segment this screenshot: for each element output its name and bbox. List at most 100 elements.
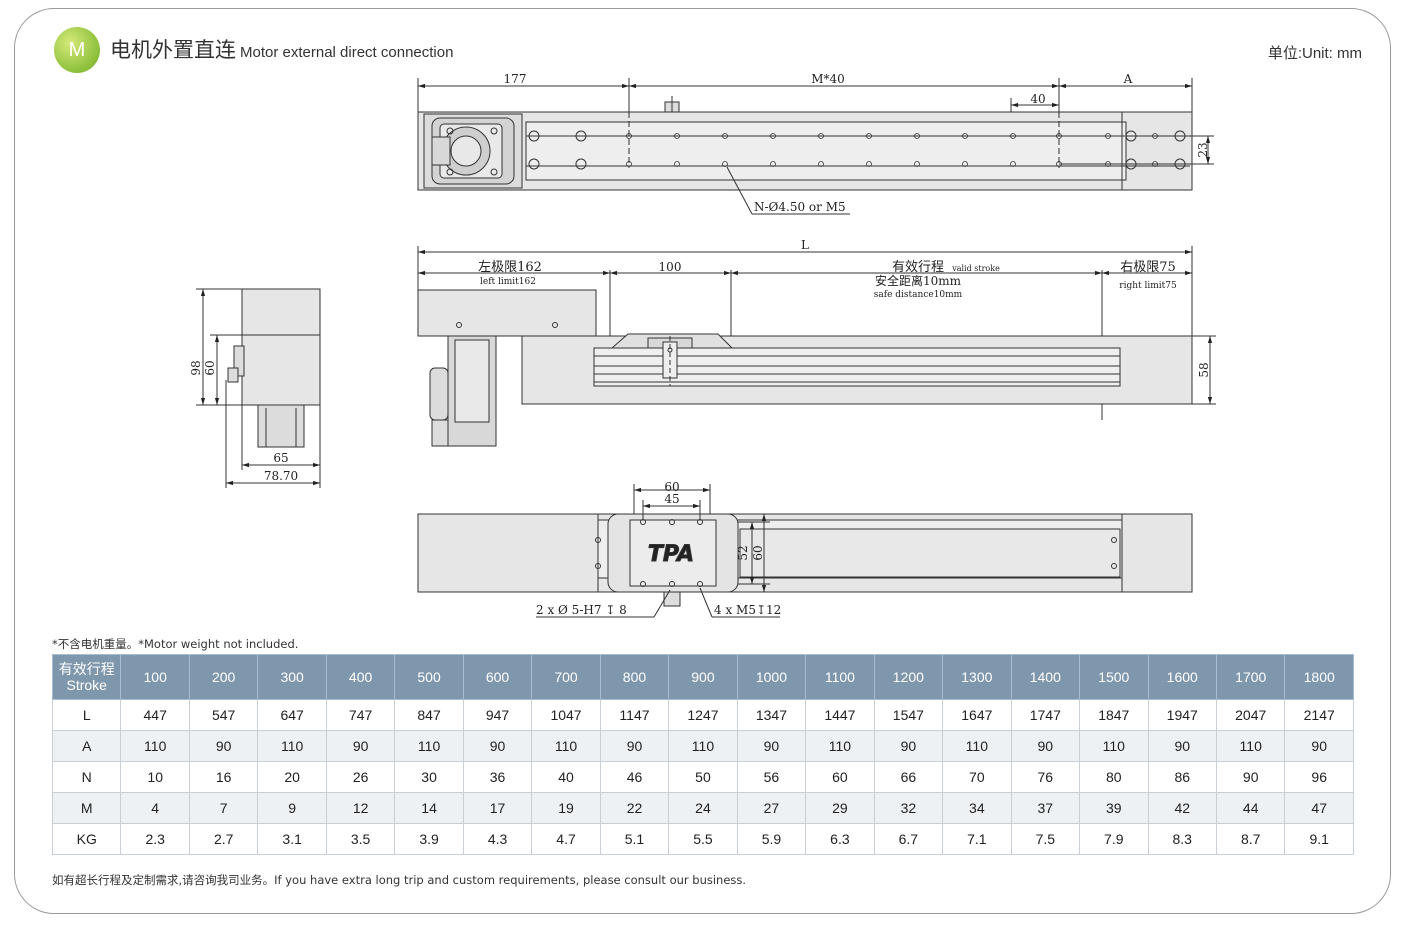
table-header-cell: 400 bbox=[325, 654, 396, 700]
footer-note: 如有超长行程及定制需求,请咨询我司业务。If you have extra lo… bbox=[52, 873, 747, 887]
table-cell: 1947 bbox=[1147, 699, 1217, 731]
table-cell: 90 bbox=[1147, 730, 1217, 762]
table-cell: 96 bbox=[1284, 761, 1354, 793]
table-cell: 2047 bbox=[1215, 699, 1286, 731]
table-cell: 26 bbox=[325, 761, 396, 793]
table-cell: 90 bbox=[188, 730, 259, 762]
table-row-label: KG bbox=[51, 823, 122, 855]
table-cell: 4.3 bbox=[462, 823, 533, 855]
table-cell: 1747 bbox=[1010, 699, 1081, 731]
table-cell: 86 bbox=[1147, 761, 1217, 793]
table-cell: 110 bbox=[531, 730, 601, 762]
table-cell: 2.7 bbox=[188, 823, 259, 855]
dim-52: 52 bbox=[736, 545, 750, 560]
table-cell: 7.9 bbox=[1079, 823, 1149, 855]
section-title-en: Motor external direct connection bbox=[240, 44, 454, 61]
dim-98: 98 bbox=[189, 360, 203, 375]
table-cell: 7.1 bbox=[942, 823, 1012, 855]
table-cell: 5.5 bbox=[668, 823, 738, 855]
table-cell: 90 bbox=[873, 730, 944, 762]
table-cell: 76 bbox=[1010, 761, 1081, 793]
table-cell: 32 bbox=[873, 792, 944, 824]
table-cell: 547 bbox=[188, 699, 259, 731]
table-header-cell: 1300 bbox=[942, 654, 1012, 700]
table-header-cell: 1800 bbox=[1284, 654, 1354, 700]
table-cell: 56 bbox=[736, 761, 807, 793]
table-cell: 70 bbox=[942, 761, 1012, 793]
table-cell: 6.7 bbox=[873, 823, 944, 855]
dim-23: 23 bbox=[1196, 142, 1210, 157]
table-header-cell: 600 bbox=[462, 654, 533, 700]
unit-label: 单位:Unit: mm bbox=[1267, 45, 1362, 62]
table-cell: 110 bbox=[394, 730, 464, 762]
table-cell: 947 bbox=[462, 699, 533, 731]
table-header-cell: 1700 bbox=[1215, 654, 1286, 700]
table-cell: 30 bbox=[394, 761, 464, 793]
technical-drawing: 177 M*40 A 40 23 N-Ø4.50 or M5 L 左极 bbox=[189, 72, 1216, 618]
dim-60-vertical: 60 bbox=[203, 360, 217, 375]
dim-58: 58 bbox=[1197, 362, 1211, 377]
table-cell: 110 bbox=[942, 730, 1012, 762]
table-row-label: N bbox=[51, 761, 122, 793]
table-cell: 4.7 bbox=[531, 823, 601, 855]
table-header-cell: 300 bbox=[257, 654, 327, 700]
table-cell: 50 bbox=[668, 761, 738, 793]
table-cell: 20 bbox=[257, 761, 327, 793]
table-header-stroke-en: Stroke bbox=[66, 677, 107, 693]
table-cell: 90 bbox=[462, 730, 533, 762]
table-cell: 110 bbox=[668, 730, 738, 762]
dim-78-70: 78.70 bbox=[264, 469, 298, 483]
table-cell: 5.1 bbox=[599, 823, 670, 855]
table-header-cell: 1400 bbox=[1010, 654, 1081, 700]
dim-60-bottom: 60 bbox=[664, 480, 679, 494]
table-cell: 3.1 bbox=[257, 823, 327, 855]
section-title-cn: 电机外置直连 bbox=[110, 38, 236, 62]
table-cell: 29 bbox=[805, 792, 875, 824]
left-limit-en: left limit162 bbox=[480, 277, 536, 287]
table-cell: 5.9 bbox=[736, 823, 807, 855]
table-cell: 1147 bbox=[599, 699, 670, 731]
table-header-cell: 1100 bbox=[805, 654, 875, 700]
table-cell: 647 bbox=[257, 699, 327, 731]
table-cell: 22 bbox=[599, 792, 670, 824]
table-cell: 34 bbox=[942, 792, 1012, 824]
dim-a: A bbox=[1123, 72, 1133, 86]
table-header-cell: 1600 bbox=[1147, 654, 1217, 700]
table-cell: 6.3 bbox=[805, 823, 875, 855]
table-cell: 8.3 bbox=[1147, 823, 1217, 855]
table-header-cell: 200 bbox=[188, 654, 259, 700]
table-cell: 1847 bbox=[1079, 699, 1149, 731]
table-cell: 1247 bbox=[668, 699, 738, 731]
right-limit-en: right limit75 bbox=[1119, 281, 1177, 291]
table-cell: 3.5 bbox=[325, 823, 396, 855]
table-cell: 2147 bbox=[1284, 699, 1354, 731]
tpa-logo: TPA bbox=[648, 542, 694, 567]
hole-callout: N-Ø4.50 or M5 bbox=[754, 200, 846, 214]
table-cell: 847 bbox=[394, 699, 464, 731]
table-cell: 10 bbox=[120, 761, 190, 793]
table-cell: 14 bbox=[394, 792, 464, 824]
table-cell: 24 bbox=[668, 792, 738, 824]
dim-60-side: 60 bbox=[751, 545, 765, 560]
table-cell: 9 bbox=[257, 792, 327, 824]
table-cell: 44 bbox=[1215, 792, 1286, 824]
dim-177: 177 bbox=[504, 72, 527, 86]
table-cell: 9.1 bbox=[1284, 823, 1354, 855]
table-cell: 747 bbox=[325, 699, 396, 731]
table-cell: 46 bbox=[599, 761, 670, 793]
table-cell: 47 bbox=[1284, 792, 1354, 824]
table-cell: 1547 bbox=[873, 699, 944, 731]
dim-100: 100 bbox=[659, 260, 682, 274]
table-header-cell: 700 bbox=[531, 654, 601, 700]
right-limit-cn: 右极限75 bbox=[1120, 260, 1176, 275]
table-cell: 110 bbox=[1215, 730, 1286, 762]
table-header-stroke: 有效行程 Stroke bbox=[51, 654, 122, 700]
table-cell: 90 bbox=[325, 730, 396, 762]
table-row-label: A bbox=[51, 730, 122, 762]
dim-65: 65 bbox=[273, 451, 288, 465]
table-cell: 110 bbox=[1079, 730, 1149, 762]
table-cell: 2.3 bbox=[120, 823, 190, 855]
